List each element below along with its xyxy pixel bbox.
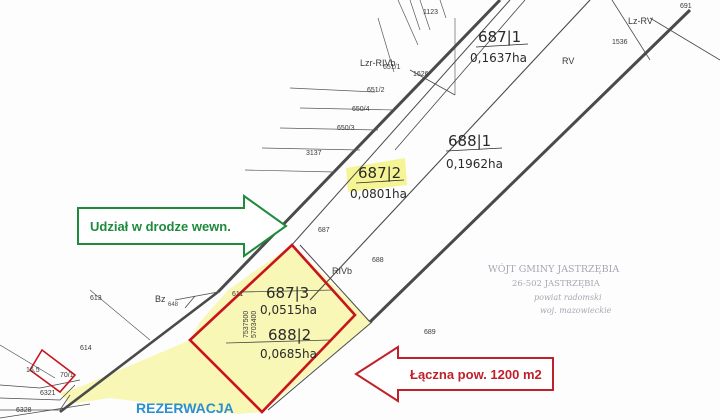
- svg-text:5703400: 5703400: [251, 311, 258, 338]
- svg-text:70/1: 70/1: [60, 372, 74, 379]
- reservation-label: REZERWACJA: [136, 400, 234, 416]
- road-share-text: Udział w drodze wewn.: [90, 219, 231, 234]
- svg-text:613: 613: [90, 295, 102, 302]
- label-rivb: RIVb: [332, 266, 352, 276]
- highlight-road-strip: [60, 245, 372, 414]
- svg-text:6321: 6321: [40, 390, 56, 397]
- total-area-callout: Łączna pow. 1200 m2: [354, 345, 554, 403]
- road-share-callout: Udział w drodze wewn.: [77, 194, 288, 258]
- parcel-divider-687-688: [240, 289, 335, 293]
- svg-text:26-502 JASTRZĘBIA: 26-502 JASTRZĘBIA: [512, 279, 601, 289]
- svg-text:6328: 6328: [16, 407, 32, 414]
- parcel-divider-inner: [225, 339, 331, 344]
- svg-text:16.5: 16.5: [26, 367, 40, 374]
- parcel-687-3-number: 687|3: [266, 284, 309, 302]
- svg-text:687: 687: [318, 227, 330, 234]
- parcel-688-1-number: 688|1: [448, 132, 491, 150]
- label-bz: Bz: [155, 294, 166, 304]
- hatch-lines: [244, 0, 447, 173]
- svg-text:woj. mazowieckie: woj. mazowieckie: [540, 306, 612, 315]
- official-stamp: WÓJT GMINY JASTRZĘBIA 26-502 JASTRZĘBIA …: [488, 263, 619, 315]
- svg-text:WÓJT GMINY JASTRZĘBIA: WÓJT GMINY JASTRZĘBIA: [488, 263, 619, 275]
- parcel-688-2-area: 0,0685ha: [260, 347, 317, 361]
- label-lzr-rivb: Lzr-RIVb: [360, 58, 396, 68]
- svg-text:3137: 3137: [306, 150, 322, 157]
- neighbor-numbers: 1123 691 651/1 651/2 650/4 650/3 3137 68…: [16, 3, 692, 414]
- parcel-687-3-area: 0,0515ha: [260, 303, 317, 317]
- total-area-arrow: [354, 345, 554, 403]
- svg-text:1123: 1123: [423, 9, 438, 16]
- reservation-boundary-left: [28, 348, 77, 394]
- svg-text:691: 691: [680, 3, 692, 10]
- svg-text:powiat radomski: powiat radomski: [534, 293, 602, 302]
- svg-text:614: 614: [80, 345, 92, 352]
- svg-text:689: 689: [424, 329, 436, 336]
- parcel-687-2-number: 687|2: [358, 164, 401, 182]
- total-area-text: Łączna pow. 1200 m2: [410, 367, 542, 382]
- svg-text:1626: 1626: [413, 71, 429, 78]
- label-lz-rv: Lz-RV: [628, 16, 653, 26]
- parcel-688-2-number: 688|2: [268, 326, 311, 344]
- parcel-687-2-area: 0,0801ha: [350, 187, 407, 201]
- svg-text:651/1: 651/1: [383, 64, 401, 71]
- svg-text:650/4: 650/4: [352, 106, 370, 113]
- road-share-arrow: [77, 194, 288, 258]
- label-bz-num: 648: [168, 302, 179, 308]
- svg-text:688: 688: [372, 257, 384, 264]
- svg-text:611: 611: [232, 291, 243, 298]
- parcel-687-1-area: 0,1637ha: [470, 51, 527, 65]
- label-rv: RV: [562, 56, 574, 66]
- parcel-687-1-number: 687|1: [478, 28, 521, 46]
- svg-text:1536: 1536: [612, 39, 628, 46]
- parcel-688-1-area: 0,1962ha: [446, 157, 503, 171]
- reservation-boundary: [188, 243, 357, 414]
- svg-text:7537500: 7537500: [243, 311, 250, 338]
- svg-text:651/2: 651/2: [367, 87, 385, 94]
- svg-text:650/3: 650/3: [337, 125, 355, 132]
